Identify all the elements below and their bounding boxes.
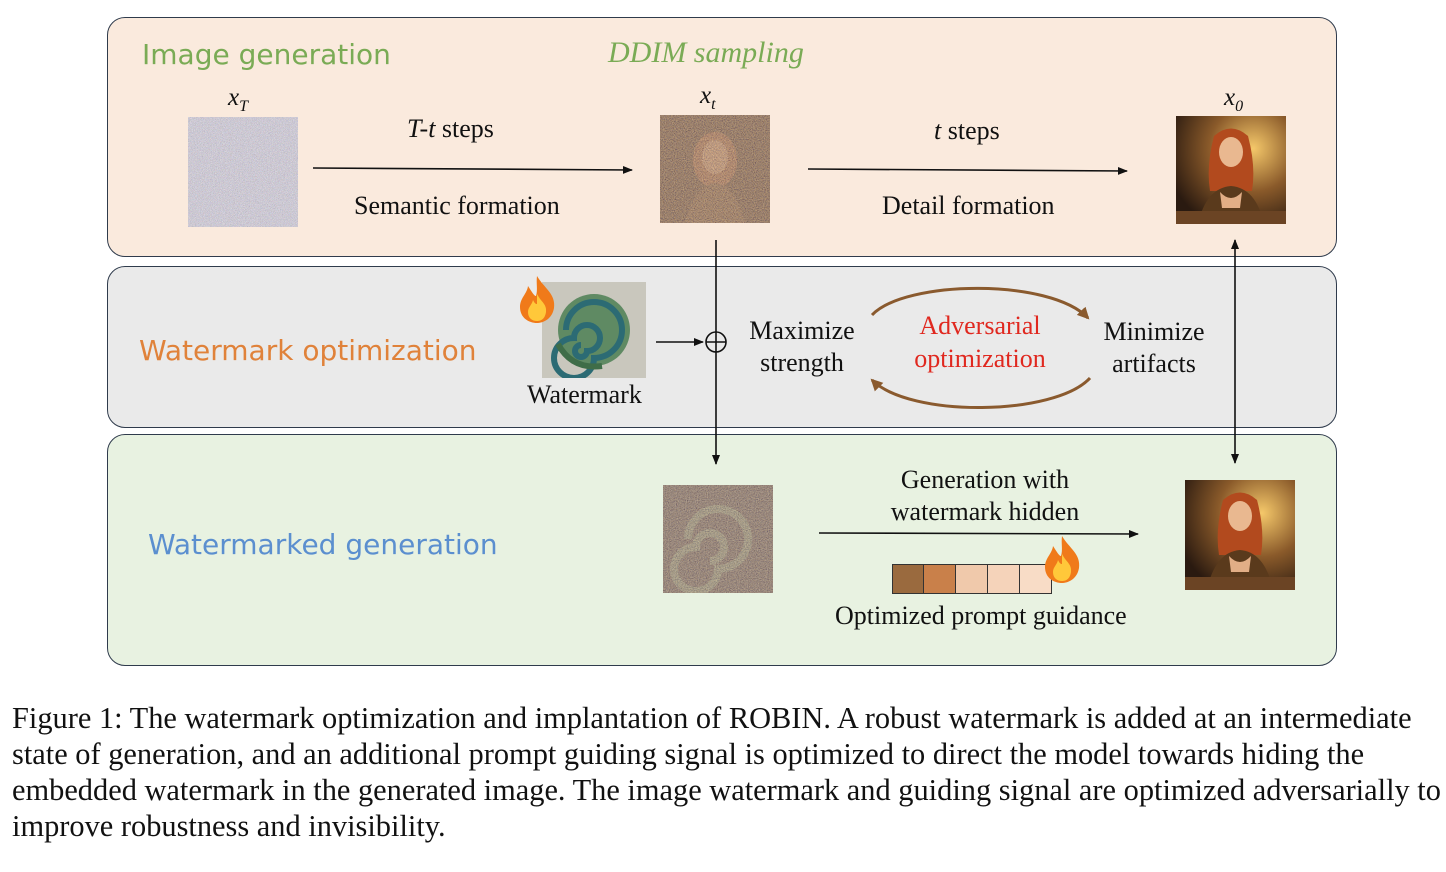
second-arrow-steps: steps (947, 116, 1000, 145)
generation-label-line1: Generation with (900, 465, 1070, 494)
second-arrow-var: t (934, 116, 942, 145)
figure-caption: Figure 1: The watermark optimization and… (12, 701, 1441, 843)
noise-image (188, 117, 298, 227)
adversarial-top-arc (870, 286, 1090, 320)
ddim-sampling-label: DDIM sampling (608, 36, 804, 69)
generation-arrow (818, 529, 1139, 538)
fire-icon (520, 276, 555, 323)
adversarial-line1: Adversarial (919, 311, 1041, 340)
watermark-optimization-panel (107, 266, 1337, 428)
x-t-label: xt (700, 82, 716, 113)
watermarked-generation-title: Watermarked generation (148, 528, 498, 561)
maximize-line1: Maximize (749, 316, 855, 345)
detail-formation-label: Detail formation (882, 191, 1055, 220)
prompt-token (924, 564, 956, 594)
x-0-subscript: 0 (1235, 98, 1244, 115)
first-arrow-top-label: T-t steps (407, 114, 494, 144)
semantic-formation-label: Semantic formation (354, 191, 560, 220)
intermediate-image (660, 115, 770, 223)
x-0-label: x0 (1224, 84, 1244, 115)
second-arrow-top-label: t steps (934, 116, 1000, 146)
x-T-label: xT (228, 84, 249, 115)
final-image (1176, 116, 1286, 224)
minimize-line2: artifacts (1112, 349, 1196, 378)
figure: Image generation Watermark optimization … (107, 17, 1337, 666)
generation-label-line2: watermark hidden (890, 497, 1080, 526)
image-generation-title: Image generation (142, 38, 391, 71)
fire-icon (1045, 536, 1080, 583)
x-t-subscript: t (711, 96, 716, 113)
adversarial-bottom-arc (870, 376, 1092, 409)
watermarked-final-image (1185, 480, 1295, 590)
prompt-token (988, 564, 1020, 594)
first-arrow-var: T-t (407, 114, 436, 143)
watermark-optimization-title: Watermark optimization (139, 334, 477, 367)
minimize-line1: Minimize (1103, 317, 1205, 346)
adversarial-line2: optimization (914, 344, 1046, 373)
prompt-guidance-label: Optimized prompt guidance (835, 601, 1127, 630)
x-T-subscript: T (239, 98, 249, 115)
detail-arrow (807, 166, 1128, 175)
prompt-token (956, 564, 988, 594)
first-arrow-steps: steps (441, 114, 494, 143)
watermark-image (542, 282, 646, 378)
watermarked-noisy-image (663, 485, 773, 593)
watermark-label: Watermark (527, 380, 642, 409)
semantic-arrow (312, 165, 633, 174)
arrows-layer (312, 165, 1239, 538)
prompt-token (892, 564, 924, 594)
maximize-line2: strength (760, 348, 844, 377)
